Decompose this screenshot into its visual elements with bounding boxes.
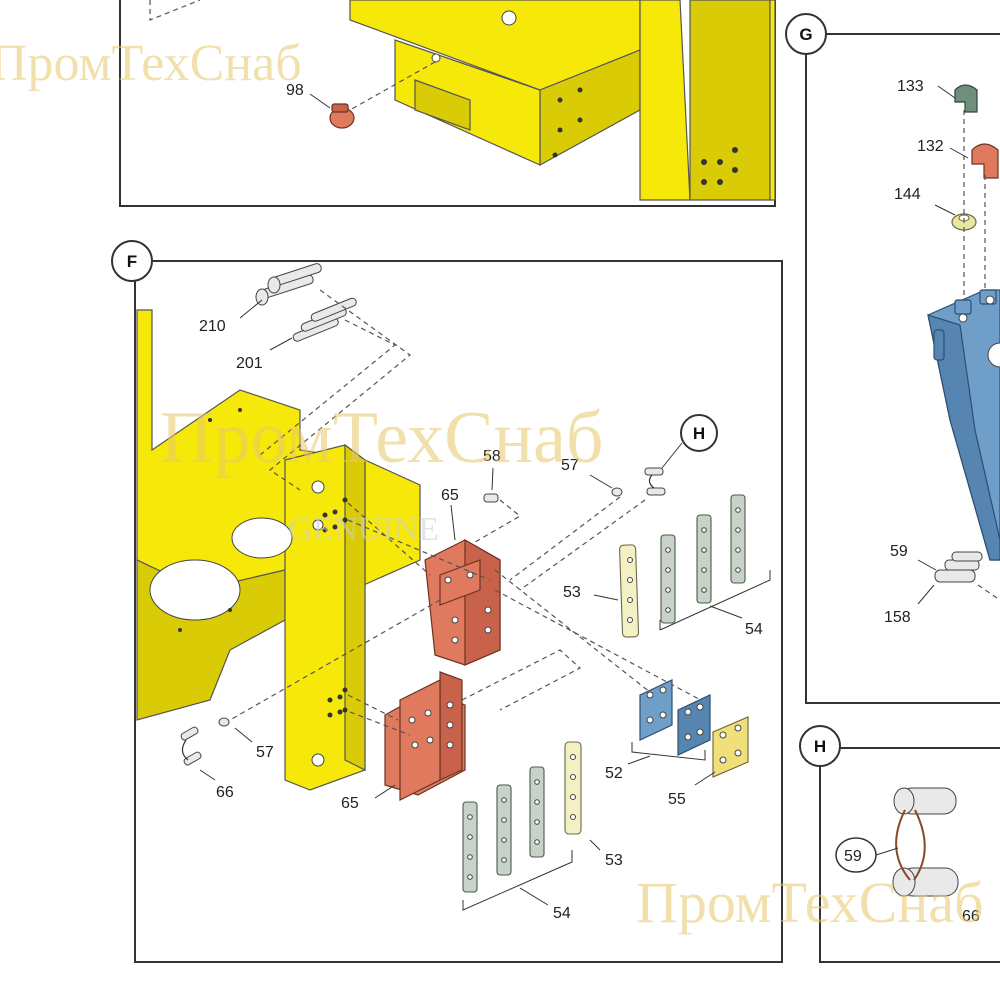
washer-57-top-icon	[611, 487, 623, 497]
part-label-59-g: 59	[890, 543, 908, 560]
watermark-genuine: GENUINE	[288, 511, 439, 548]
part-label-53-top: 53	[563, 584, 581, 601]
lock-pin-assembly-icon	[892, 787, 959, 897]
part-label-98: 98	[286, 82, 304, 99]
lock-pin-left-icon	[180, 726, 202, 766]
part-label-52: 52	[605, 765, 623, 782]
shim-53-bottom	[564, 741, 582, 835]
plug-98-icon	[329, 103, 355, 129]
shims-54-bottom	[462, 766, 545, 893]
fittings-59-158-icon	[934, 551, 983, 583]
red-bracket-65-bottom	[384, 671, 466, 801]
part-label-57-left: 57	[256, 744, 274, 761]
bolts-201-icon	[292, 297, 357, 342]
part-label-201: 201	[236, 355, 263, 372]
pin-58-icon	[483, 493, 499, 503]
part-label-132: 132	[917, 138, 944, 155]
blue-plates-52	[639, 679, 711, 756]
watermark-bottom: ПромТехСнаб	[636, 870, 984, 935]
part-label-66-h: 66	[962, 908, 980, 925]
part-label-57-top: 57	[561, 457, 579, 474]
part-label-54-bottom: 54	[553, 905, 571, 922]
part-label-210: 210	[199, 318, 226, 335]
part-label-144: 144	[894, 186, 921, 203]
callout-g[interactable]	[785, 13, 827, 55]
washer-57-left-icon	[218, 717, 230, 727]
part-label-58: 58	[483, 448, 501, 465]
red-bracket-65-top	[424, 538, 501, 666]
part-label-65-top: 65	[441, 487, 459, 504]
part-label-59-h: 59	[844, 848, 862, 865]
callout-h-detail-label: H	[693, 424, 705, 443]
yellow-mainframe	[136, 309, 421, 791]
watermark-top: ПромТехСнаб	[0, 35, 302, 92]
callout-g-label: G	[799, 25, 812, 44]
part-label-133: 133	[897, 78, 924, 95]
part-label-65-bottom: 65	[341, 795, 359, 812]
callout-f[interactable]	[111, 240, 153, 282]
bolts-210-icon	[255, 263, 322, 306]
hydraulic-tank-blue	[927, 289, 1000, 561]
part-label-53-bottom: 53	[605, 852, 623, 869]
part-label-66-left: 66	[216, 784, 234, 801]
panel-h: H 59 66	[799, 725, 1000, 963]
panel-f: F	[111, 240, 783, 963]
shims-54-top	[660, 494, 746, 624]
elbow-fitting-133-icon	[954, 84, 978, 113]
panel-top-left: 98	[119, 0, 776, 207]
part-label-54-top: 54	[745, 621, 763, 638]
shim-53-top	[619, 544, 640, 638]
part-label-158: 158	[884, 609, 911, 626]
part-label-55: 55	[668, 791, 686, 808]
callout-h-detail[interactable]	[680, 414, 718, 452]
yellow-frame-top	[349, 0, 776, 201]
shim-plate-55	[712, 716, 749, 778]
panel-g: G 133 132 144	[785, 13, 1000, 704]
callout-f-label: F	[127, 252, 137, 271]
elbow-fitting-132-icon	[971, 143, 999, 179]
callout-h-view[interactable]	[799, 725, 841, 767]
callout-h-view-label: H	[814, 737, 826, 756]
lock-pin-top-icon	[644, 467, 666, 496]
watermark-center: ПромТехСнаб	[160, 397, 604, 479]
